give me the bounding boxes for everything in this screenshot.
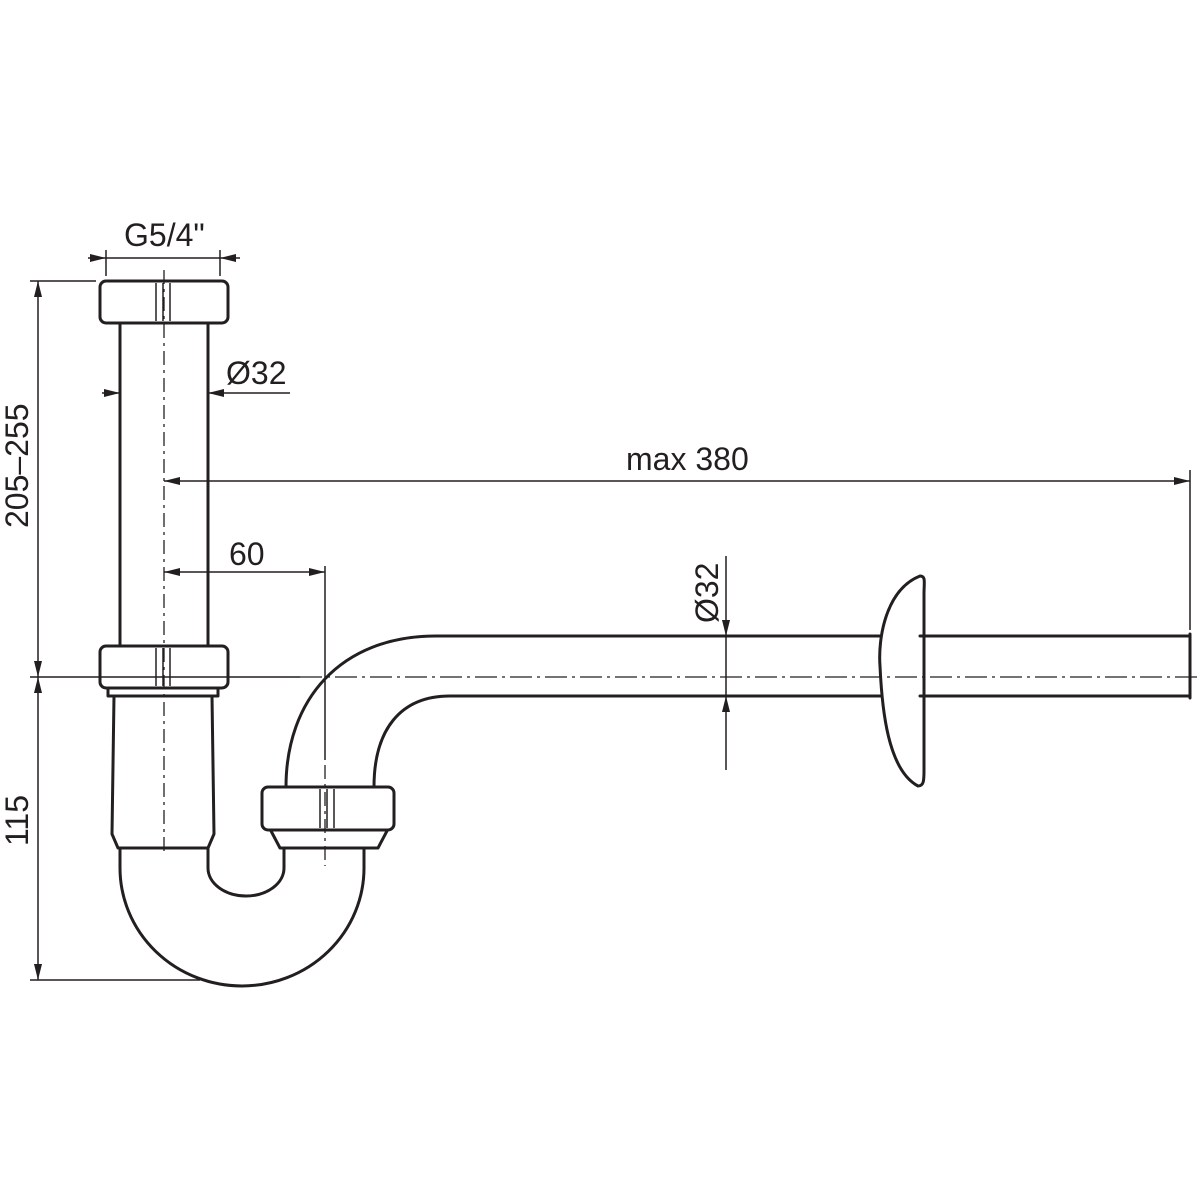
center-lines (163, 270, 1200, 866)
u-bend-inner (206, 846, 286, 898)
right-nut-flange (268, 827, 390, 850)
dim-height-range: 205–255 (0, 280, 300, 678)
dimensions: G5/4" Ø32 max 380 60 (0, 217, 1191, 981)
dim-max-length: max 380 (164, 441, 1191, 630)
dim-horizontal-pipe-diameter: Ø32 (689, 556, 730, 770)
dim-trap-depth: 115 (0, 677, 200, 981)
outlet-pipe-inner (372, 694, 1192, 789)
dim-thread: G5/4" (88, 217, 240, 276)
offset-label: 60 (229, 536, 265, 572)
trap-depth-label: 115 (0, 795, 35, 846)
max-length-label: max 380 (626, 441, 749, 477)
u-bend-outer (118, 846, 366, 988)
right-nut (260, 785, 396, 832)
thread-label: G5/4" (124, 217, 205, 253)
vertical-tube-diameter-label: Ø32 (226, 355, 286, 391)
lower-vertical-tube (110, 694, 216, 850)
wall-rosette (878, 574, 926, 788)
dim-vertical-tube-diameter: Ø32 (102, 355, 290, 397)
siphon-body (98, 279, 1192, 988)
horizontal-pipe-diameter-label: Ø32 (689, 563, 725, 623)
outlet-pipe-outer (284, 634, 1192, 789)
dim-offset: 60 (164, 536, 326, 760)
height-range-label: 205–255 (0, 403, 35, 528)
